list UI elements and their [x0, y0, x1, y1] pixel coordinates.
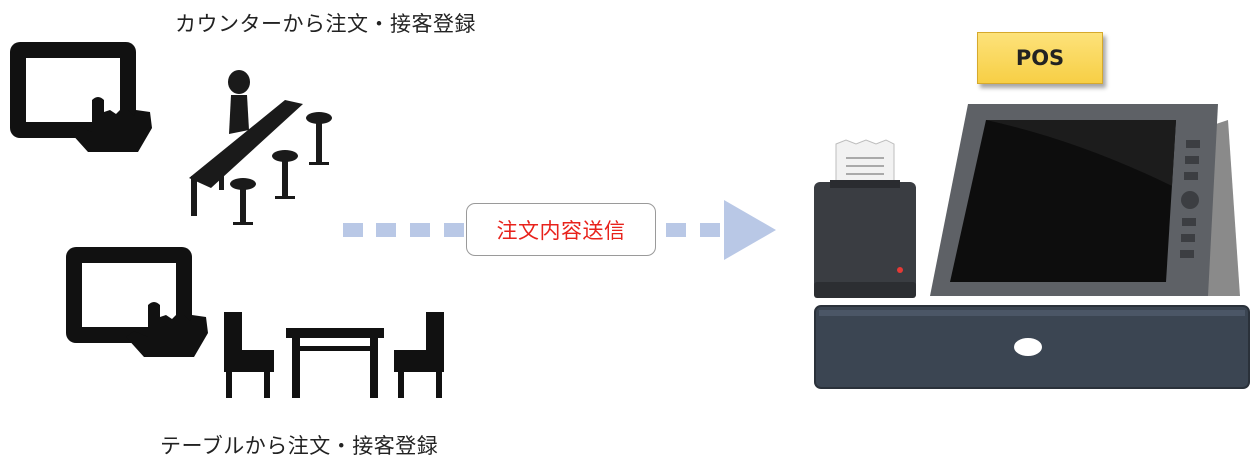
- receipt-printer-icon: [814, 139, 916, 298]
- pos-badge: POS: [977, 32, 1103, 84]
- tablet-tap-icon: [66, 247, 208, 357]
- arrow-dot: [700, 223, 720, 237]
- arrow-dot: [376, 223, 396, 237]
- order-send-label: 注文内容送信: [466, 203, 656, 256]
- arrow-dot: [444, 223, 464, 237]
- arrow-dot: [343, 223, 363, 237]
- pos-monitor-icon: [930, 104, 1240, 296]
- counter-bar-icon: [189, 70, 332, 225]
- tablet-tap-icon: [10, 42, 152, 152]
- dining-table-icon: [224, 312, 444, 398]
- table-order-caption: テーブルから注文・接客登録: [160, 434, 439, 458]
- cash-drawer-icon: [814, 305, 1250, 389]
- arrow-dot: [410, 223, 430, 237]
- arrow-head-icon: [724, 200, 776, 260]
- arrow-dot: [666, 223, 686, 237]
- counter-order-caption: カウンターから注文・接客登録: [175, 12, 476, 36]
